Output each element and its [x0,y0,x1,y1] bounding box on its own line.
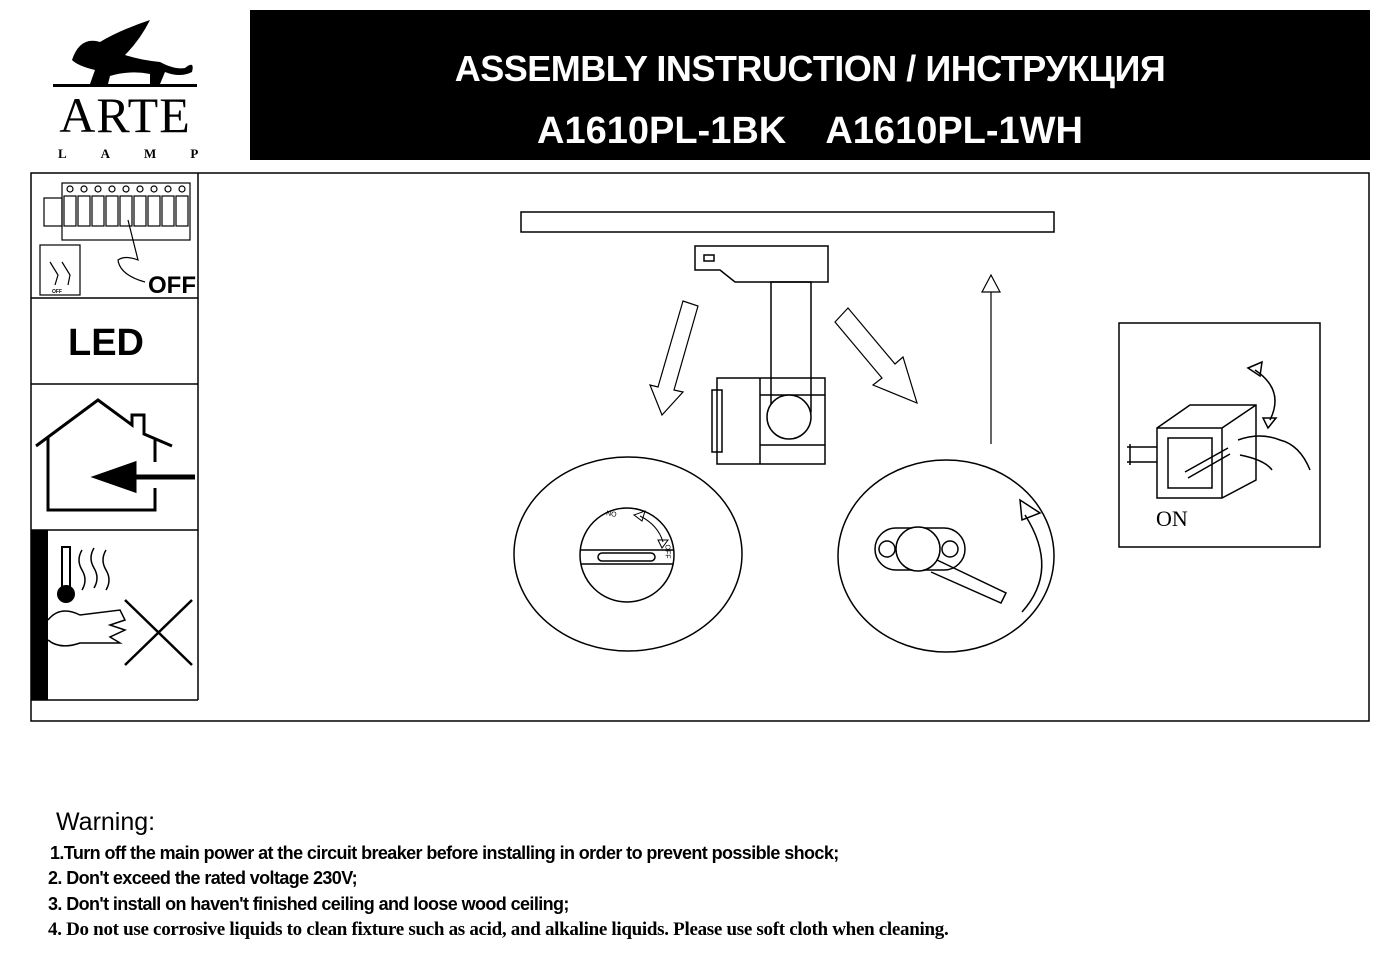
arrow-down-left-icon [649,300,699,417]
wall-switch-on-icon [1127,360,1311,499]
breaker-module [147,195,161,227]
breaker-screw [108,185,116,193]
lion-logo-icon [53,20,197,87]
track-rail [520,211,1055,233]
breaker-module [161,195,175,227]
breaker-module [175,195,189,227]
breaker-screw [136,185,144,193]
small-off-label: OFF [52,289,62,295]
breaker-module [63,195,77,227]
main-frame [30,172,1370,722]
breaker-module [119,195,133,227]
breaker-screw [178,185,186,193]
breaker-screw [94,185,102,193]
warning-heading: Warning: [56,808,156,836]
warning-item-2: 2. Don't exceed the rated voltage 230V; [48,868,358,888]
warning-item-4: 4. Do not use corrosive liquids to clean… [48,919,949,940]
rotate-knob-icon [874,498,1043,613]
page-title: ASSEMBLY INSTRUCTION / ИНСТРУКЦИЯ [454,48,1166,89]
led-label: LED [68,322,144,364]
circuit-breaker-icon [39,182,191,296]
spotlight-fixture [694,245,829,465]
model-numbers: A1610PL-1BK A1610PL-1WH [537,110,1083,152]
breaker-screw [80,185,88,193]
warning-item-1: 1.Turn off the main power at the circuit… [50,843,839,863]
off-label: OFF [148,272,196,299]
arrow-up-icon [981,273,1001,444]
breaker-module [91,195,105,227]
breaker-screw [150,185,158,193]
heat-warning-icon [31,530,193,700]
detail-ellipse-rotate [837,459,1055,653]
header-banner: ASSEMBLY INSTRUCTION / ИНСТРУКЦИЯ A1610P… [250,10,1370,160]
detail-ellipse-lock [513,456,743,652]
on-label: ON [1156,506,1188,531]
knob-off-label: OFF [663,544,671,559]
warning-item-3: 3. Don't install on haven't finished cei… [48,894,569,914]
breaker-module [133,195,147,227]
arrow-down-right-icon [834,307,918,405]
brand-logo-text: ARTE [59,87,191,143]
breaker-module [105,195,119,227]
brand-logo-subtext: LAMP [58,146,233,161]
house-indoor-icon [35,398,195,512]
breaker-screw [164,185,172,193]
breaker-module [77,195,91,227]
switch-on-panel [1118,322,1321,548]
breaker-screw [122,185,130,193]
breaker-screw [66,185,74,193]
lock-knob-icon [579,507,675,603]
